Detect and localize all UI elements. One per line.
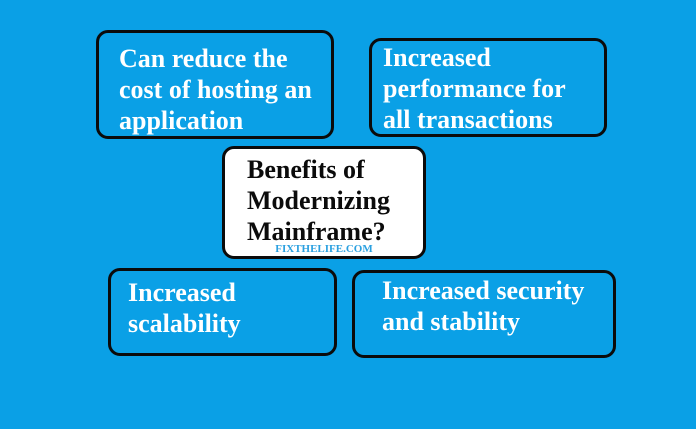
diagram-title: Benefits of Modernizing Mainframe? — [247, 155, 390, 246]
benefit-label: Can reduce the cost of hosting an applic… — [119, 44, 312, 135]
watermark: FIXTHELIFE.COM — [275, 243, 373, 255]
benefit-box-scalability: Increased scalability — [108, 268, 337, 356]
benefit-label: Increased security and stability — [382, 276, 585, 336]
benefit-box-reduce-cost: Can reduce the cost of hosting an applic… — [96, 30, 334, 139]
benefit-label: Increased performance for all transactio… — [383, 43, 566, 134]
benefit-box-security-stability: Increased security and stability — [352, 270, 616, 358]
center-title-box: Benefits of Modernizing Mainframe? FIXTH… — [222, 146, 426, 259]
benefit-box-performance: Increased performance for all transactio… — [369, 38, 607, 137]
benefit-label: Increased scalability — [128, 278, 241, 338]
